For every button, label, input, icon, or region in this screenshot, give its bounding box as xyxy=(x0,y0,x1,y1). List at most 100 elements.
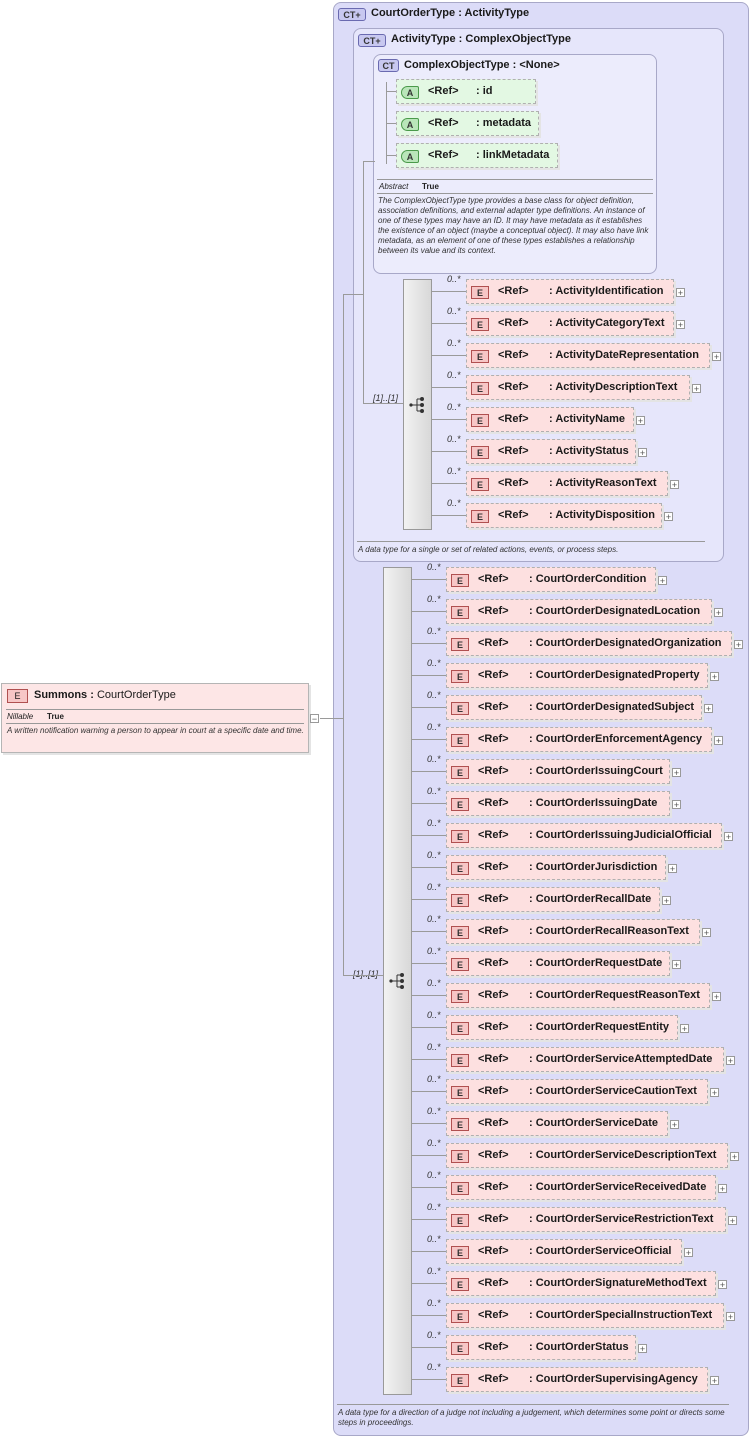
expand-button[interactable]: + xyxy=(718,1184,727,1194)
ref-label: <Ref> xyxy=(478,1213,509,1225)
element-box[interactable]: E<Ref>: CourtOrderServiceRestrictionText xyxy=(446,1207,726,1232)
expand-button[interactable]: + xyxy=(712,992,721,1002)
expand-button[interactable]: + xyxy=(702,928,711,938)
ref-label: <Ref> xyxy=(478,1181,509,1193)
expand-button[interactable]: + xyxy=(724,832,733,842)
separator: : xyxy=(549,317,553,329)
cardinality-label: 0..* xyxy=(447,434,461,444)
expand-button[interactable]: + xyxy=(662,896,671,906)
expand-button[interactable]: + xyxy=(672,800,681,810)
expand-button[interactable]: + xyxy=(636,416,645,426)
name-text: CourtOrderServiceDate xyxy=(535,1117,659,1129)
expand-button[interactable]: + xyxy=(668,864,677,874)
element-box[interactable]: E<Ref>: CourtOrderDesignatedProperty xyxy=(446,663,708,688)
element-box[interactable]: E<Ref>: CourtOrderRecallDate xyxy=(446,887,660,912)
expand-button[interactable]: + xyxy=(712,352,721,362)
divider xyxy=(337,1404,729,1405)
separator: : xyxy=(529,1053,533,1065)
cardinality-label: 0..* xyxy=(427,1234,441,1244)
expand-button[interactable]: + xyxy=(638,1344,647,1354)
element-box[interactable]: E<Ref>: CourtOrderIssuingDate xyxy=(446,791,670,816)
expand-button[interactable]: + xyxy=(672,960,681,970)
tree-connector xyxy=(412,1315,446,1316)
expand-button[interactable]: + xyxy=(658,576,667,586)
expand-button[interactable]: + xyxy=(726,1056,735,1066)
expand-button[interactable]: + xyxy=(714,736,723,746)
element-box[interactable]: E<Ref>: CourtOrderRequestDate xyxy=(446,951,670,976)
element-box[interactable]: E<Ref>: CourtOrderEnforcementAgency xyxy=(446,727,712,752)
divider xyxy=(377,179,653,180)
element-box[interactable]: E<Ref>: ActivityReasonText xyxy=(466,471,668,496)
tree-connector xyxy=(343,975,383,976)
element-name: : CourtOrderDesignatedSubject xyxy=(529,701,694,713)
cardinality-label: 0..* xyxy=(447,466,461,476)
element-box[interactable]: E<Ref>: CourtOrderServiceDate xyxy=(446,1111,668,1136)
element-box[interactable]: E<Ref>: CourtOrderCondition xyxy=(446,567,656,592)
expand-button[interactable]: + xyxy=(728,1216,737,1226)
element-box[interactable]: E<Ref>: CourtOrderRequestReasonText xyxy=(446,983,710,1008)
element-icon: E xyxy=(451,958,469,971)
element-box[interactable]: E<Ref>: ActivityDisposition xyxy=(466,503,662,528)
expand-button[interactable]: + xyxy=(672,768,681,778)
expand-button[interactable]: + xyxy=(726,1312,735,1322)
element-box[interactable]: E<Ref>: ActivityCategoryText xyxy=(466,311,674,336)
element-name: : ActivityDateRepresentation xyxy=(549,349,699,361)
expand-button[interactable]: + xyxy=(680,1024,689,1034)
expand-button[interactable]: + xyxy=(638,448,647,458)
element-box[interactable]: E<Ref>: CourtOrderServiceCautionText xyxy=(446,1079,708,1104)
expand-button[interactable]: + xyxy=(692,384,701,394)
collapse-button[interactable]: − xyxy=(310,714,319,724)
attribute-box[interactable]: A<Ref>: linkMetadata xyxy=(396,143,558,168)
expand-button[interactable]: + xyxy=(718,1280,727,1290)
expand-button[interactable]: + xyxy=(670,1120,679,1130)
element-box[interactable]: E<Ref>: CourtOrderStatus xyxy=(446,1335,636,1360)
element-box[interactable]: E<Ref>: CourtOrderServiceAttemptedDate xyxy=(446,1047,724,1072)
element-box[interactable]: E<Ref>: CourtOrderSignatureMethodText xyxy=(446,1271,716,1296)
element-icon: E xyxy=(471,414,489,427)
element-box[interactable]: E<Ref>: ActivityName xyxy=(466,407,634,432)
element-box[interactable]: E<Ref>: CourtOrderServiceOfficial xyxy=(446,1239,682,1264)
element-box[interactable]: E<Ref>: ActivityDescriptionText xyxy=(466,375,690,400)
expand-button[interactable]: + xyxy=(714,608,723,618)
element-box[interactable]: E<Ref>: CourtOrderDesignatedSubject xyxy=(446,695,702,720)
tree-connector xyxy=(386,155,396,156)
name-text: CourtOrderServiceCautionText xyxy=(535,1085,697,1097)
name-text: ActivityName xyxy=(555,413,626,425)
element-box[interactable]: E<Ref>: CourtOrderServiceDescriptionText xyxy=(446,1143,728,1168)
expand-button[interactable]: + xyxy=(710,672,719,682)
tree-connector xyxy=(412,1027,446,1028)
attribute-box[interactable]: A<Ref>: metadata xyxy=(396,111,539,136)
element-icon: E xyxy=(451,798,469,811)
sequence-icon xyxy=(389,972,407,990)
element-box[interactable]: E<Ref>: CourtOrderRecallReasonText xyxy=(446,919,700,944)
expand-button[interactable]: + xyxy=(676,320,685,330)
element-box[interactable]: E<Ref>: CourtOrderIssuingJudicialOfficia… xyxy=(446,823,722,848)
element-box[interactable]: E<Ref>: CourtOrderIssuingCourt xyxy=(446,759,670,784)
element-name: : metadata xyxy=(476,117,531,129)
element-box[interactable]: E<Ref>: ActivityStatus xyxy=(466,439,636,464)
attribute-box[interactable]: A<Ref>: id xyxy=(396,79,536,104)
tree-connector xyxy=(412,1283,446,1284)
expand-button[interactable]: + xyxy=(704,704,713,714)
element-name: : CourtOrderRecallReasonText xyxy=(529,925,689,937)
element-box[interactable]: E<Ref>: CourtOrderServiceReceivedDate xyxy=(446,1175,716,1200)
element-box[interactable]: E<Ref>: ActivityIdentification xyxy=(466,279,674,304)
expand-button[interactable]: + xyxy=(710,1376,719,1386)
element-box[interactable]: E<Ref>: CourtOrderSupervisingAgency xyxy=(446,1367,708,1392)
element-box[interactable]: E<Ref>: ActivityDateRepresentation xyxy=(466,343,710,368)
element-box[interactable]: E<Ref>: CourtOrderDesignatedLocation xyxy=(446,599,712,624)
expand-button[interactable]: + xyxy=(710,1088,719,1098)
expand-button[interactable]: + xyxy=(734,640,743,650)
expand-button[interactable]: + xyxy=(670,480,679,490)
element-box[interactable]: E<Ref>: CourtOrderSpecialInstructionText xyxy=(446,1303,724,1328)
element-box[interactable]: E<Ref>: CourtOrderJurisdiction xyxy=(446,855,666,880)
expand-button[interactable]: + xyxy=(664,512,673,522)
separator: : xyxy=(529,605,533,617)
element-box[interactable]: E<Ref>: CourtOrderDesignatedOrganization xyxy=(446,631,732,656)
expand-button[interactable]: + xyxy=(730,1152,739,1162)
summons-description: A written notification warning a person … xyxy=(7,726,304,735)
element-box[interactable]: E<Ref>: CourtOrderRequestEntity xyxy=(446,1015,678,1040)
summons-element-box[interactable]: E Summons : CourtOrderType Nillable True… xyxy=(1,683,309,753)
expand-button[interactable]: + xyxy=(676,288,685,298)
expand-button[interactable]: + xyxy=(684,1248,693,1258)
